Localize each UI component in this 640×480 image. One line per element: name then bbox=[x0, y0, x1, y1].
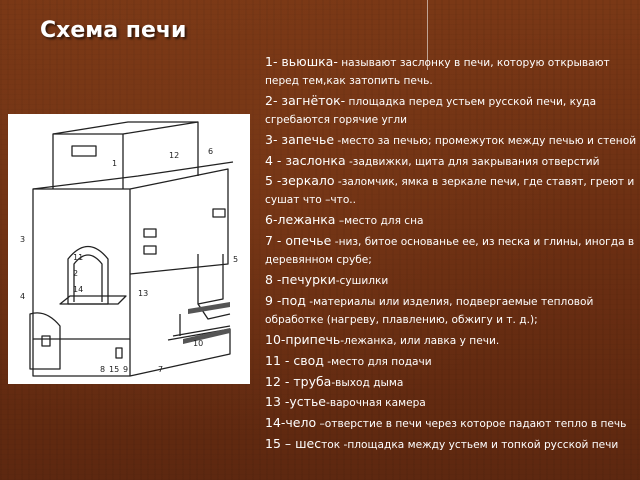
slide-title: Схема печи bbox=[40, 18, 187, 43]
diagram-label-9: 9 bbox=[123, 365, 128, 374]
diagram-label-14: 14 bbox=[73, 285, 83, 294]
definition-3: 3- запечье -место за печью; промежуток м… bbox=[265, 131, 637, 147]
diagram-label-5: 5 bbox=[233, 255, 238, 264]
decorative-line bbox=[427, 0, 428, 70]
stove-diagram: 1 12 6 3 5 11 2 14 13 4 10 8 15 9 7 bbox=[8, 114, 250, 384]
definition-2: 2- загнёток- площадка перед устьем русск… bbox=[265, 92, 597, 126]
diagram-label-15: 15 bbox=[109, 365, 119, 374]
diagram-label-1: 1 bbox=[112, 159, 117, 168]
definition-5: 5 -зеркало -заломчик, ямка в зеркале печ… bbox=[265, 173, 635, 207]
definition-11: 11 - свод -место для подачи bbox=[265, 352, 432, 368]
definition-12: 12 - труба-выход дыма bbox=[265, 373, 404, 389]
diagram-label-3: 3 bbox=[20, 235, 25, 244]
diagram-label-7: 7 bbox=[158, 365, 163, 374]
definition-8: 8 -печурки-сушилки bbox=[265, 271, 389, 287]
definition-9: 9 -под -материалы или изделия, подвергае… bbox=[265, 292, 594, 326]
definition-1: 1- вьюшка- называют заслонку в печи, кот… bbox=[265, 54, 610, 87]
definitions-list: 1- вьюшка- называют заслонку в печи, кот… bbox=[265, 52, 637, 455]
diagram-label-11: 11 bbox=[73, 253, 83, 262]
diagram-label-8: 8 bbox=[100, 365, 105, 374]
definition-13: 13 -устье-варочная камера bbox=[265, 394, 426, 410]
definition-7: 7 - опечье -низ, битое основанье ее, из … bbox=[265, 233, 635, 267]
diagram-label-12: 12 bbox=[169, 151, 179, 160]
diagram-label-10: 10 bbox=[193, 339, 203, 348]
diagram-label-2: 2 bbox=[73, 269, 78, 278]
definition-4: 4 - заслонка -задвижки, щита для закрыва… bbox=[265, 152, 600, 168]
definition-10: 10-припечь-лежанка, или лавка у печи. bbox=[265, 331, 500, 347]
definition-15: 15 – шесток -площадка между устьем и топ… bbox=[265, 436, 619, 452]
diagram-label-13: 13 bbox=[138, 289, 148, 298]
definition-14: 14-чело –отверстие в печи через которое … bbox=[265, 415, 627, 431]
diagram-label-6: 6 bbox=[208, 147, 213, 156]
definition-6: 6-лежанка –место для сна bbox=[265, 212, 424, 228]
diagram-label-4: 4 bbox=[20, 292, 25, 301]
